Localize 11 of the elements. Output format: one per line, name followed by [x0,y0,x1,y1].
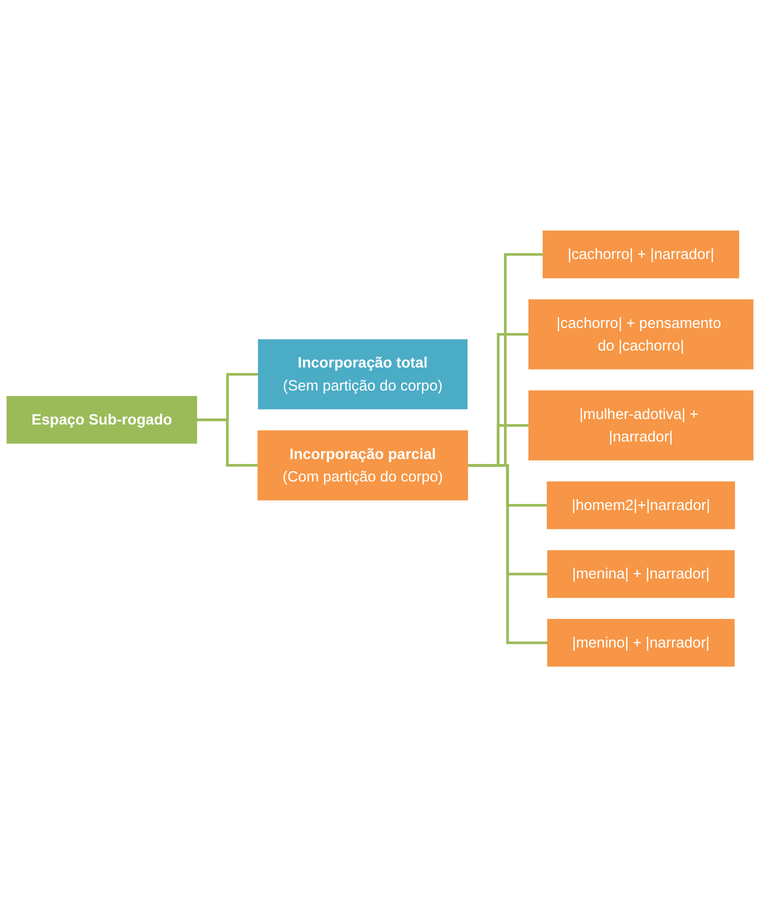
node-box: |menina| + |narrador| [547,550,735,598]
connector [468,464,548,644]
connector [196,418,258,467]
node-box: |menino| + |narrador| [547,618,735,667]
node-box: |cachorro| + |narrador| [542,230,740,278]
node-box: Incorporação total (Sem partição do corpo) [258,339,468,410]
node-box: |homem2|+|narrador| [546,481,736,530]
node-box: |cachorro| + pensamento do |cachorro| [528,299,754,370]
node-box: Incorporação parcial (Com partição do corpo) [258,430,468,500]
node-box: |mulher-adotiva| + |narrador| [528,390,754,460]
node-box: Espaço Sub-rogado [6,396,198,444]
